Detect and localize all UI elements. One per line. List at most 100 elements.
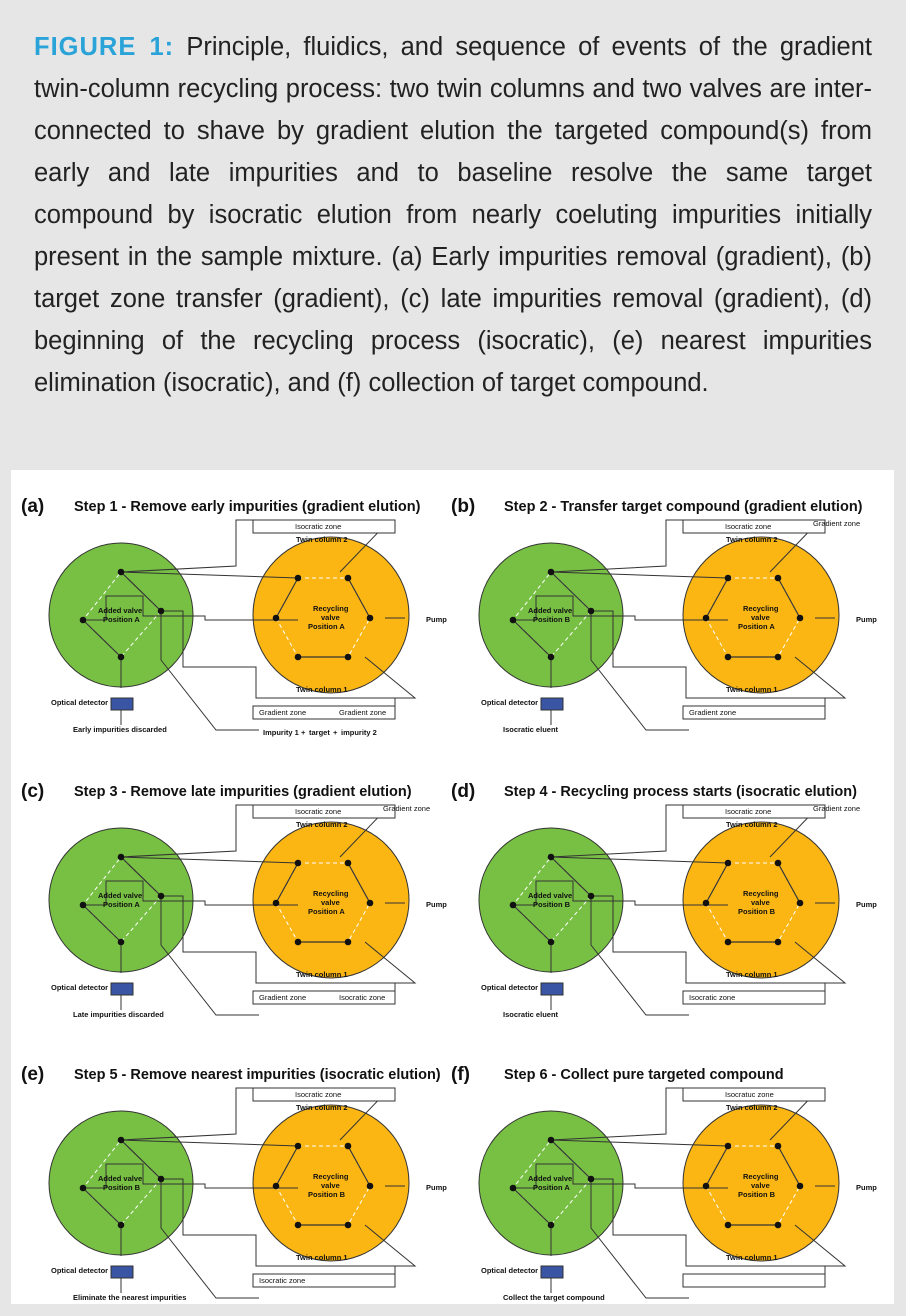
panel-label: (e) [21, 1064, 44, 1085]
recycling-valve-circle [682, 1104, 840, 1262]
recycling-valve-label: valve [751, 1181, 770, 1190]
added-valve-label: Added valve [98, 1174, 142, 1183]
recycling-valve-route [347, 862, 371, 904]
optical-detector [110, 982, 134, 996]
added-valve-position: Position B [533, 900, 571, 909]
recycling-valve-route [777, 1145, 801, 1187]
twin-column-2-tag: Gradient zone [383, 804, 430, 813]
twin-column-2-box [682, 804, 826, 819]
recycling-valve-port [796, 614, 804, 622]
twin-column-2-zone: Isocratic zone [295, 807, 341, 816]
added-valve-route [550, 856, 592, 897]
optical-detector [540, 1265, 564, 1279]
recycling-valve-route [705, 577, 729, 619]
recycling-valve-port [294, 938, 302, 946]
panel-label: (c) [21, 781, 44, 802]
twin-column-2-zone: Isocratic zone [725, 807, 771, 816]
recycling-valve-port [724, 1221, 732, 1229]
pump-label: Pump [426, 900, 447, 909]
added-valve-port [547, 938, 555, 946]
recycling-valve-port [366, 1182, 374, 1190]
panel-title: Step 2 - Transfer target compound (gradi… [504, 499, 863, 515]
added-valve-port [79, 616, 87, 624]
twin-column-2-box [682, 1087, 826, 1102]
panel-d: (d)Step 4 - Recycling process starts (is… [451, 781, 877, 1019]
added-valve-port [547, 1136, 555, 1144]
recycling-valve-position: Position A [308, 907, 345, 916]
recycling-valve-route [705, 862, 729, 904]
twin-column-1-box [252, 1273, 396, 1288]
twin-column-1-label: Twin column 1 [296, 970, 348, 979]
added-valve-position: Position B [533, 615, 571, 624]
legend-plus: + [301, 728, 306, 737]
added-valve-port [587, 892, 595, 900]
figure-label: FIGURE 1: [34, 33, 175, 61]
recycling-valve-port [366, 614, 374, 622]
recycling-valve-circle [682, 821, 840, 979]
recycling-valve-port [724, 938, 732, 946]
recycling-valve-port [294, 653, 302, 661]
recycling-valve-label: Recycling [313, 604, 349, 613]
added-valve-port [117, 938, 125, 946]
twin-column-2-label: Twin column 2 [726, 535, 778, 544]
twin-column-1-zone-left: Gradient zone [259, 708, 306, 717]
panel-c: (c) Step 3 - Remove late impurities (grad… [21, 781, 447, 1019]
recycling-valve-position: Position B [308, 1190, 346, 1199]
recycling-valve-port [272, 1182, 280, 1190]
twin-column-2-label: Twin column 2 [296, 1103, 348, 1112]
legend-target: target [309, 728, 330, 737]
optical-detector [110, 697, 134, 711]
added-valve-port [509, 901, 517, 909]
added-valve-port [117, 1221, 125, 1229]
pump-label: Pump [856, 1183, 877, 1192]
process-diagram: (a)Step 1 - Remove early impurities (gra… [21, 496, 877, 1302]
twin-column-1-box [252, 990, 396, 1005]
recycling-valve-port [774, 574, 782, 582]
recycling-valve-port [774, 859, 782, 867]
recycling-valve-port [774, 1221, 782, 1229]
recycling-valve-port [724, 859, 732, 867]
added-valve-port [117, 853, 125, 861]
added-valve-route [120, 856, 162, 897]
legend-impurity2: impurity 2 [341, 728, 377, 737]
recycling-valve-label: Recycling [743, 889, 779, 898]
recycling-valve-port [724, 574, 732, 582]
added-valve-position: Position A [533, 1183, 570, 1192]
twin-column-2-label: Twin column 2 [296, 820, 348, 829]
twin-column-1-label: Twin column 1 [726, 685, 778, 694]
panel-a: (a)Step 1 - Remove early impurities (gra… [21, 496, 447, 734]
recycling-valve-label: Recycling [313, 889, 349, 898]
panel-title: Step 3 - Remove late impurities (gradien… [74, 784, 412, 800]
twin-column-1-box [682, 1273, 826, 1288]
recycling-valve-port [344, 859, 352, 867]
pump-label: Pump [426, 615, 447, 624]
recycling-valve-port [272, 614, 280, 622]
twin-column-1-label: Twin column 1 [296, 1253, 348, 1262]
added-valve-route [512, 1187, 552, 1226]
recycling-valve-route [705, 1145, 729, 1187]
recycling-valve-port [774, 938, 782, 946]
optical-detector-label: Optical detector [51, 698, 108, 707]
recycling-valve-port [344, 653, 352, 661]
added-valve-position: Position A [103, 615, 140, 624]
added-valve-port [547, 853, 555, 861]
recycling-valve-label: valve [321, 898, 340, 907]
added-valve-route [120, 571, 162, 612]
recycling-valve-label: valve [751, 898, 770, 907]
twin-column-2-zone: Isocratic zone [295, 1090, 341, 1099]
twin-column-2-label: Twin column 2 [726, 820, 778, 829]
twin-column-1-label: Twin column 1 [296, 685, 348, 694]
added-valve-port [117, 568, 125, 576]
recycling-valve-label: valve [321, 1181, 340, 1190]
added-valve-route [550, 571, 592, 612]
added-valve-port [547, 568, 555, 576]
recycling-valve-port [724, 1142, 732, 1150]
added-valve-route [512, 619, 552, 658]
recycling-valve-port [702, 614, 710, 622]
recycling-valve-port [344, 1221, 352, 1229]
optical-detector-label: Optical detector [51, 1266, 108, 1275]
recycling-valve-route [275, 862, 299, 904]
panel-label: (b) [451, 496, 475, 517]
panel-f: (f)Step 6 - Collect pure targeted compou… [451, 1064, 877, 1302]
outlet-label: Isocratic eluent [503, 725, 559, 734]
